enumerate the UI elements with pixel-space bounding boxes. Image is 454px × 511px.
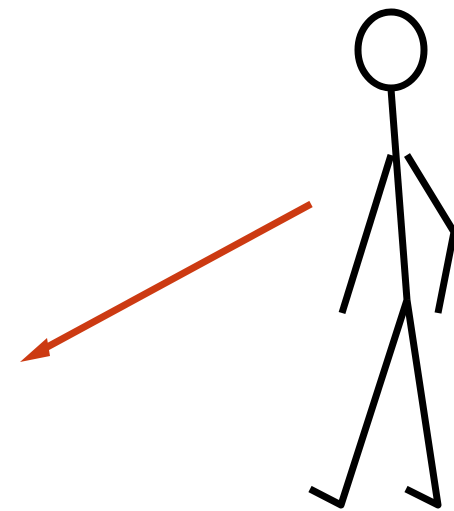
figure-right-leg: [406, 300, 438, 505]
arrow-down-left-icon: [20, 204, 311, 362]
figure-right-arm: [407, 155, 454, 313]
arrow-head: [20, 338, 50, 362]
figure-neck-torso: [391, 89, 407, 300]
figure-left-leg: [310, 300, 407, 505]
arrow-shaft: [38, 204, 311, 352]
stick-figure-walking-icon: [310, 12, 454, 505]
figure-left-arm: [342, 155, 391, 313]
figure-head: [358, 12, 424, 88]
